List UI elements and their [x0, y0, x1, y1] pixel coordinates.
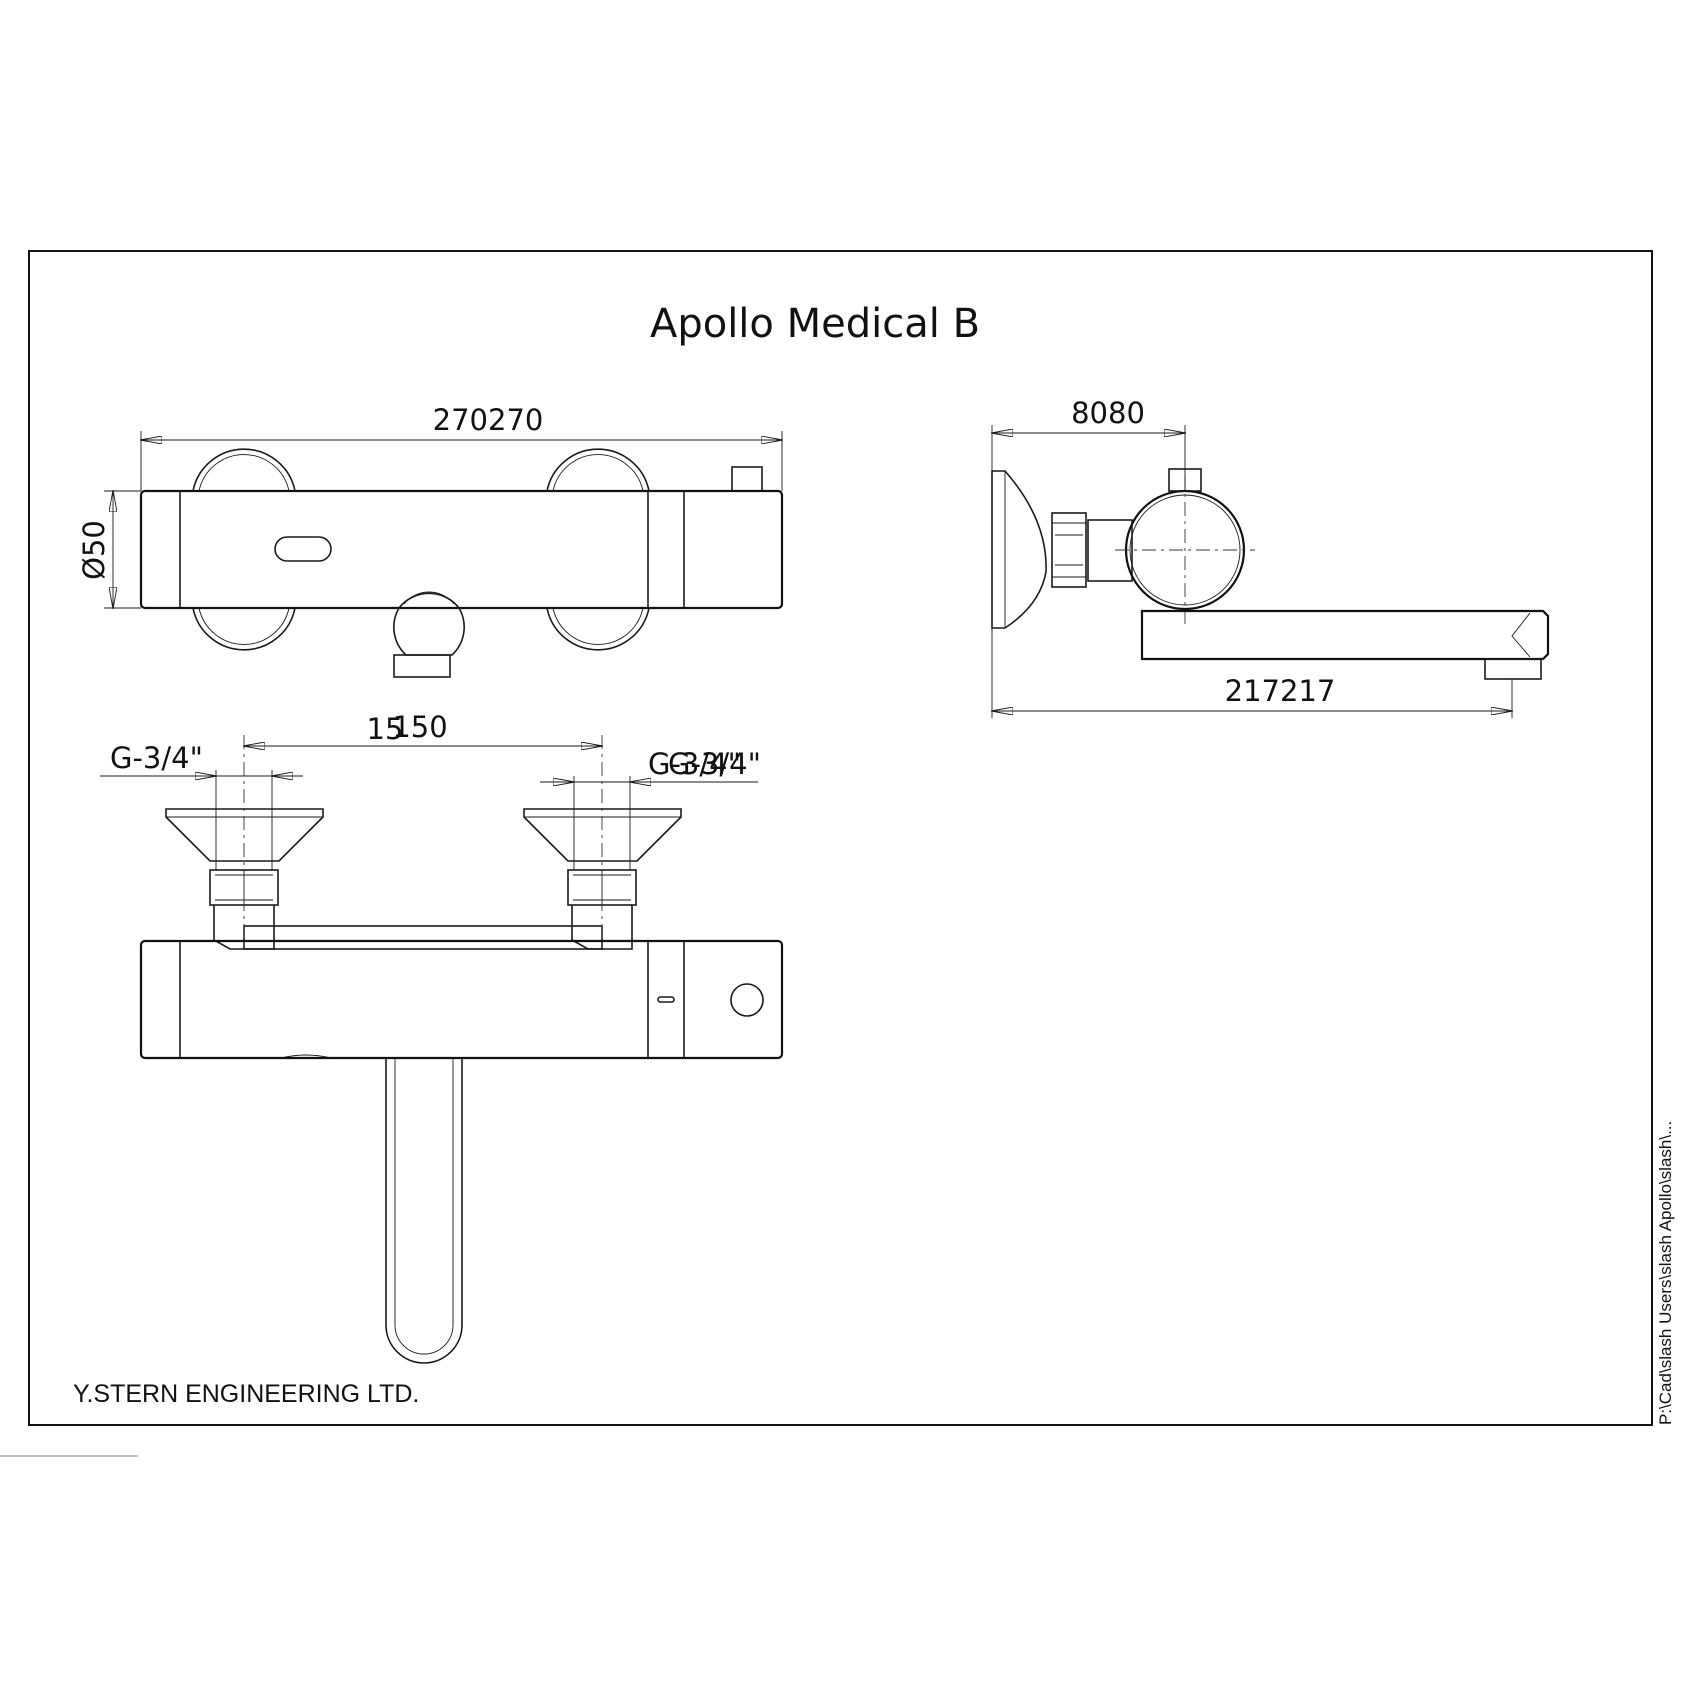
- dim-depth: 8080: [1071, 396, 1145, 430]
- file-path: P:\Cad\slash Users\slash Apollo\slash\..…: [1656, 1121, 1675, 1425]
- side-view: 8080 217217: [992, 396, 1550, 718]
- dim-spout-length: 217217: [1225, 674, 1336, 708]
- drawing-title: Apollo Medical B: [650, 301, 980, 347]
- drawing-frame: [28, 250, 1653, 1426]
- thread-callout-right: G-3/4": [648, 747, 741, 781]
- dim-center-distance-overlap: 15: [367, 712, 404, 746]
- dim-overall-width: 270270: [433, 403, 544, 437]
- dim-diameter: Ø50: [77, 520, 111, 580]
- thread-callout-right-overlap: G-3/4": [668, 747, 761, 781]
- top-view: 270270 Ø50: [77, 403, 784, 678]
- thread-callout-left: G-3/4": [110, 741, 203, 775]
- dim-center-distance: 150: [392, 710, 447, 744]
- front-view: 150 15 G-3/4" G-3/4" G-3/4": [100, 710, 784, 1364]
- company-name: Y.STERN ENGINEERING LTD.: [73, 1380, 419, 1408]
